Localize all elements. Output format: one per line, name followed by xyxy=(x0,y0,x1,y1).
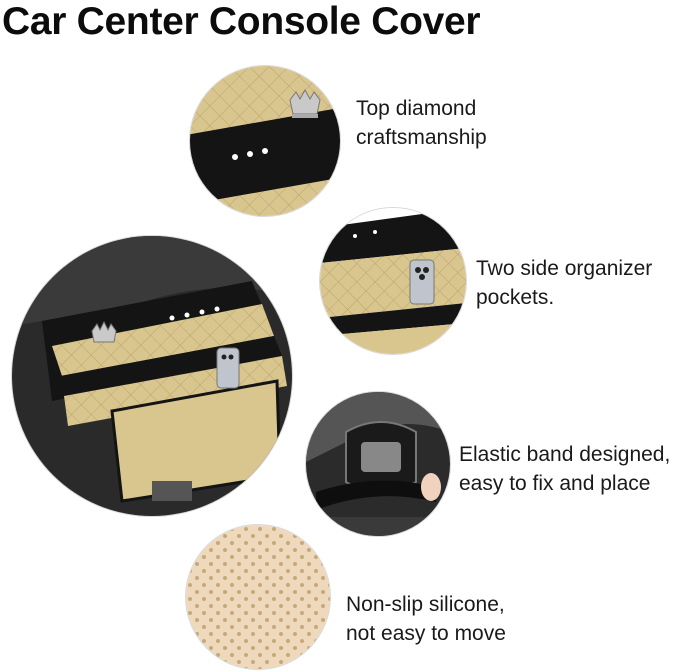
feature-caption-elastic: Elastic band designed, easy to fix and p… xyxy=(459,443,671,495)
diamond-stitch-detail-image xyxy=(190,66,340,216)
elastic-band-detail-image xyxy=(306,392,450,536)
crown-emblem-icon xyxy=(91,320,117,343)
feature-caption-pockets: Two side organizer pockets. xyxy=(476,257,653,309)
product-main-image xyxy=(12,236,292,516)
side-pocket-detail-image xyxy=(320,208,466,354)
phone-icon xyxy=(216,347,240,389)
crown-emblem-icon xyxy=(289,88,321,118)
page-title: Car Center Console Cover xyxy=(2,0,481,43)
feature-caption-diamond: Top diamond craftsmanship xyxy=(356,97,487,149)
feature-caption-silicone: Non-slip silicone, not easy to move xyxy=(346,593,506,645)
non-slip-silicone-detail-image xyxy=(186,525,330,669)
phone-icon xyxy=(409,259,435,305)
